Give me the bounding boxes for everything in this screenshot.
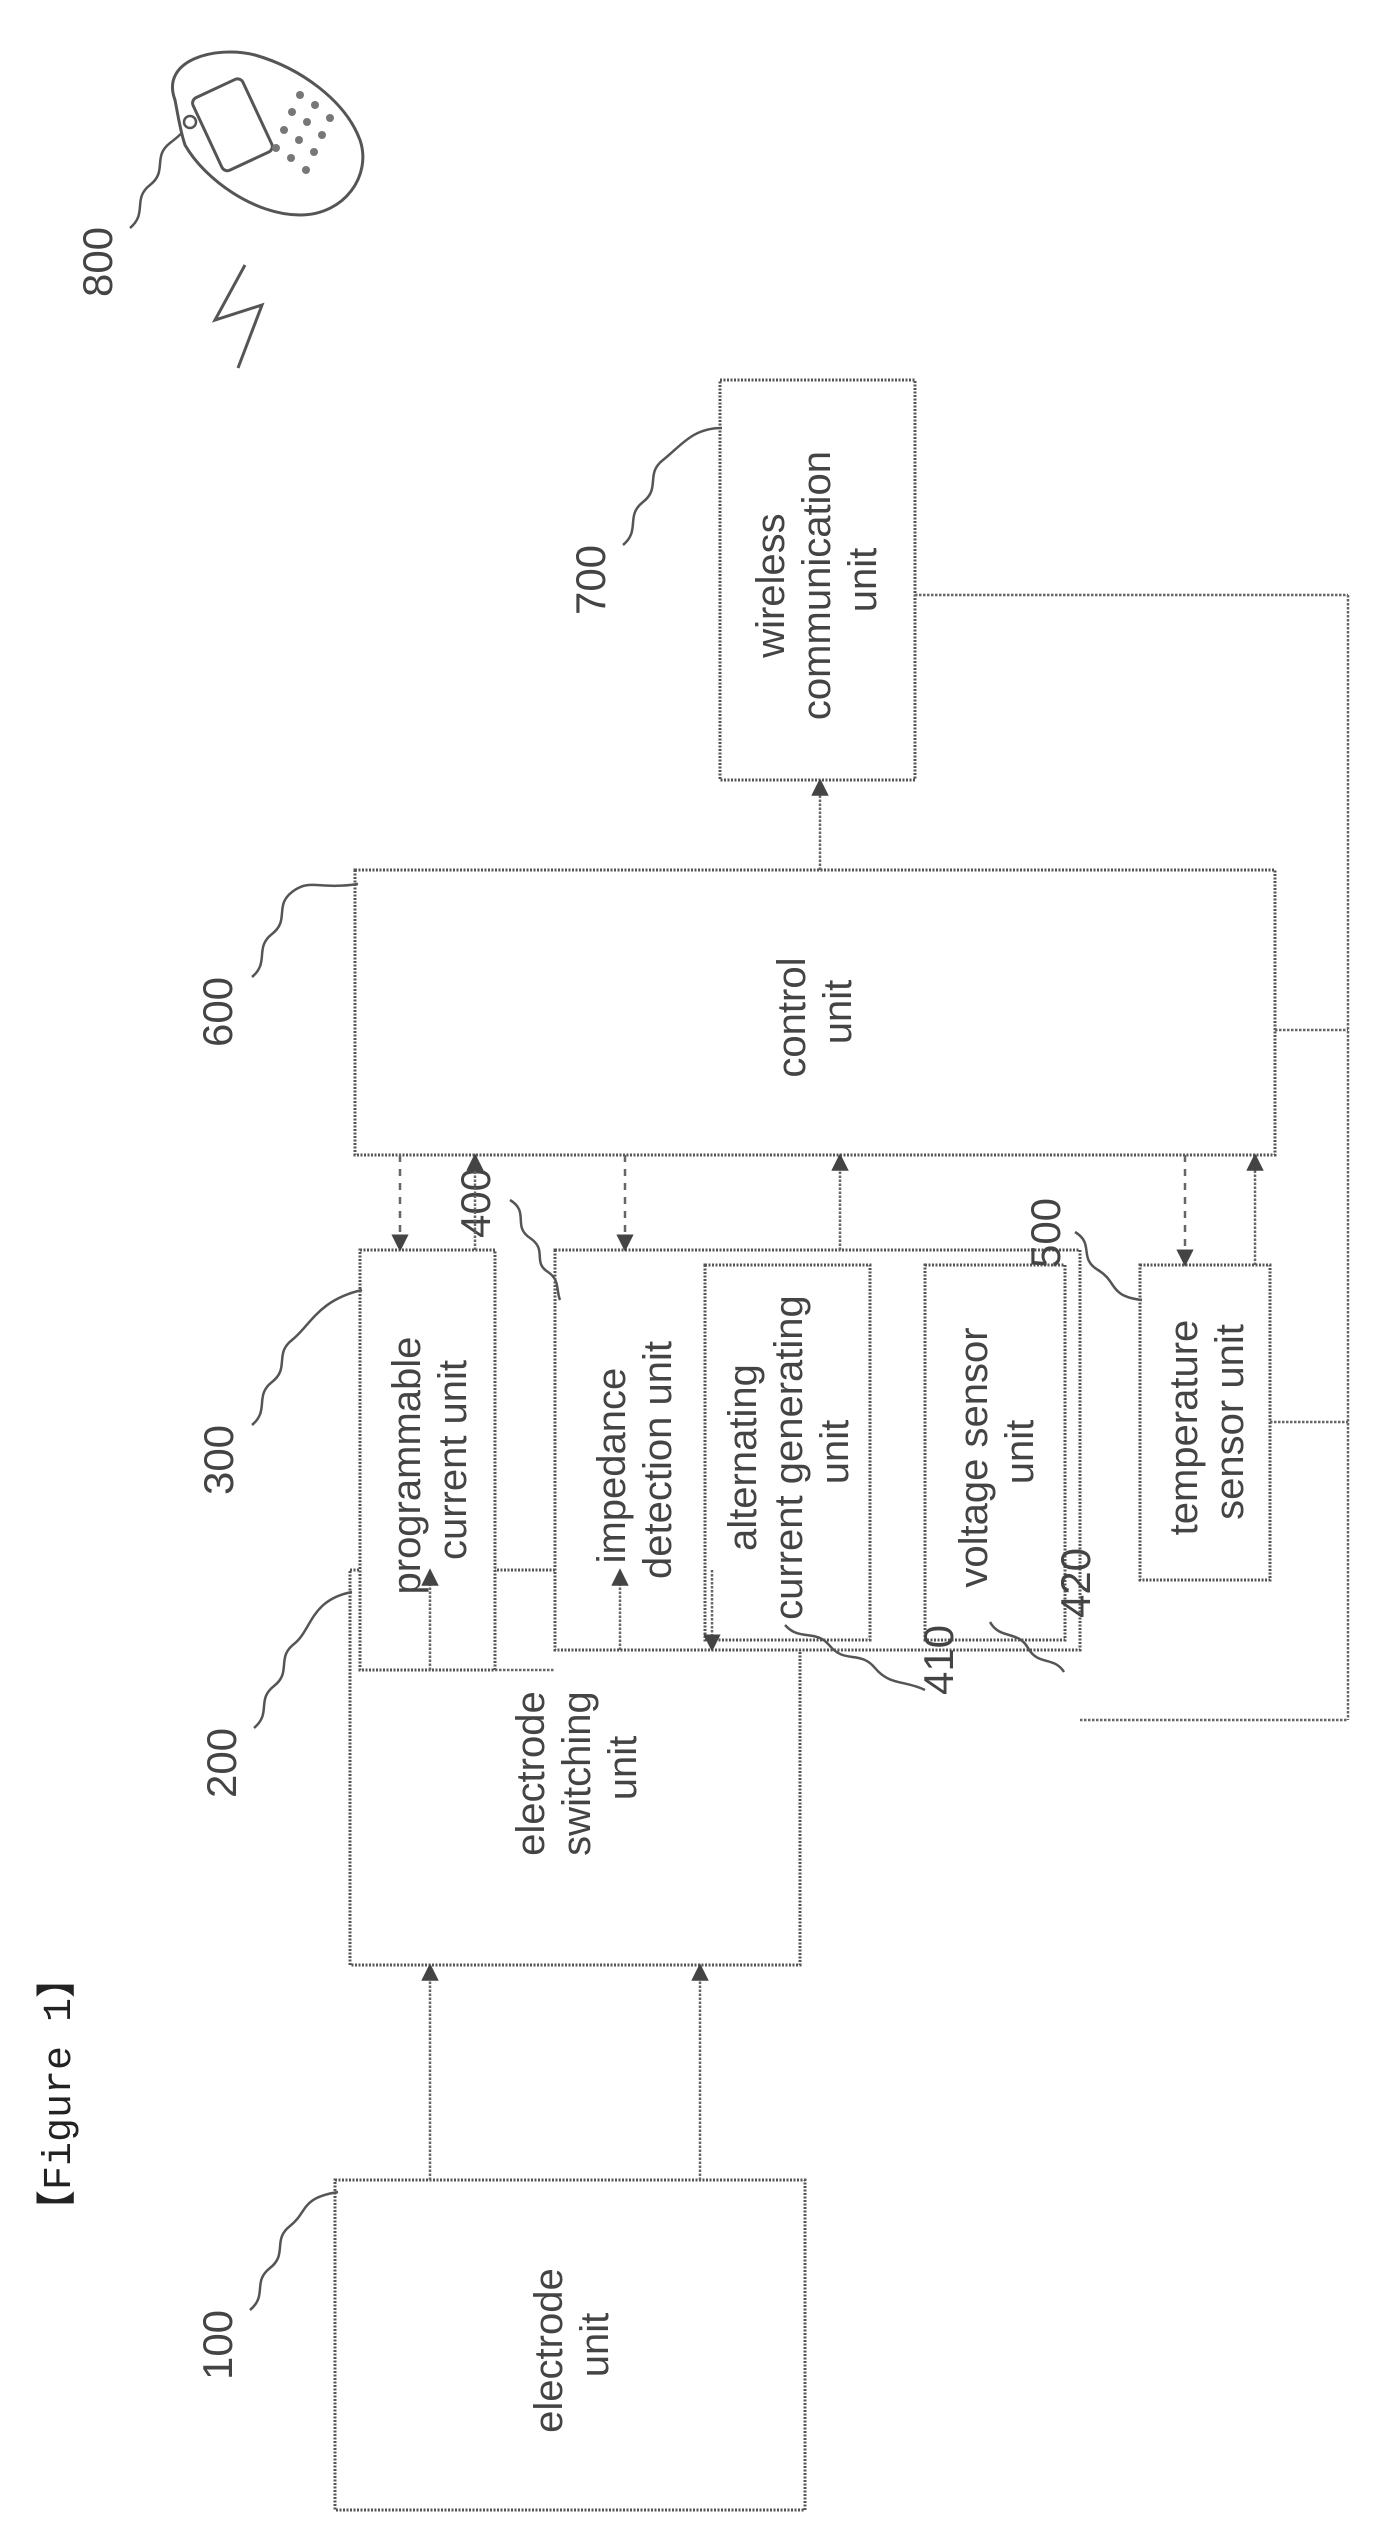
ref-100-leader (250, 2192, 338, 2310)
figure-label: 【Figure 1】 (36, 1958, 83, 2230)
wireless-signal-icon (215, 265, 262, 368)
ref-200: 200 (198, 1728, 245, 1798)
mobile-phone-icon (172, 52, 362, 215)
ref-300: 300 (195, 1425, 242, 1495)
control-unit-box (355, 870, 1275, 1155)
ref-420: 420 (1052, 1548, 1099, 1618)
ref-600-leader (252, 884, 358, 977)
ref-500: 500 (1022, 1198, 1069, 1268)
ref-800: 800 (74, 227, 121, 297)
ref-500-leader (1075, 1232, 1142, 1300)
ref-700-leader (623, 428, 722, 545)
ref-200-leader (254, 1592, 352, 1728)
ref-400-leader (510, 1200, 560, 1300)
ref-410: 410 (915, 1625, 962, 1695)
ref-300-leader (252, 1290, 362, 1425)
ref-700: 700 (567, 545, 614, 615)
ref-600: 600 (194, 977, 241, 1047)
ref-100: 100 (194, 2310, 241, 2380)
